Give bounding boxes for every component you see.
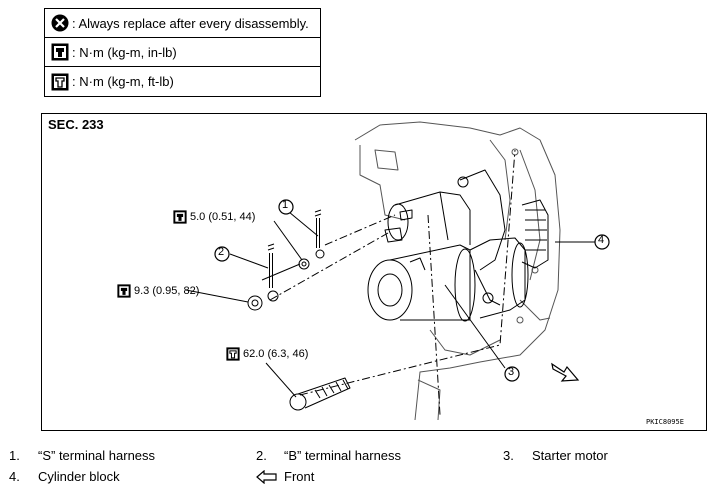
torque-in-lb-icon <box>173 210 187 224</box>
torque-s-terminal: 5.0 (0.51, 44) <box>173 210 255 224</box>
legend-row-ft-lb: : N·m (kg-m, ft-lb) <box>45 67 320 96</box>
key-num-2: 2. <box>256 448 267 463</box>
starter-motor-body <box>367 169 549 322</box>
mounting-bolt <box>289 377 351 411</box>
torque-in-lb-icon <box>117 284 131 298</box>
symbol-legend: : Always replace after every disassembly… <box>44 8 321 97</box>
cylinder-block-outline <box>354 121 561 421</box>
key-front-label: Front <box>284 469 315 484</box>
torque-b-terminal: 9.3 (0.95, 82) <box>117 284 199 298</box>
key-label-2: “B” terminal harness <box>284 448 402 463</box>
front-arrow-icon <box>256 469 277 484</box>
legend-row-replace: : Always replace after every disassembly… <box>45 9 320 38</box>
legend-text-ft-lb: : N·m (kg-m, ft-lb) <box>72 74 174 89</box>
torque-in-lb-icon <box>51 43 69 61</box>
callout-4: 4 <box>598 234 605 246</box>
callout-2: 2 <box>218 246 225 258</box>
front-arrow-diagram <box>551 362 580 382</box>
torque-bolt-value: 62.0 (6.3, 46) <box>243 348 309 360</box>
key-num-3: 3. <box>503 448 514 463</box>
callout-3: 3 <box>508 366 515 378</box>
section-label: SEC. 233 <box>48 117 104 132</box>
key-front: Front <box>256 469 314 484</box>
replace-icon <box>51 14 69 32</box>
callout-circles <box>214 199 610 382</box>
legend-text-replace: : Always replace after every disassembly… <box>72 15 309 31</box>
torque-s-terminal-value: 5.0 (0.51, 44) <box>190 211 256 223</box>
s-terminal-harness <box>298 209 325 270</box>
legend-row-in-lb: : N·m (kg-m, in-lb) <box>45 38 320 67</box>
leader-lines <box>185 211 595 398</box>
torque-ft-lb-icon <box>226 347 240 361</box>
torque-b-terminal-value: 9.3 (0.95, 82) <box>134 285 200 297</box>
key-label-4: Cylinder block <box>38 469 120 484</box>
key-num-4: 4. <box>9 469 20 484</box>
figure-code: PKIC8095E <box>646 418 684 426</box>
callout-1: 1 <box>282 199 289 211</box>
torque-bolt: 62.0 (6.3, 46) <box>226 347 308 361</box>
key-label-3: Starter motor <box>532 448 608 463</box>
diagram-frame <box>41 113 707 431</box>
b-terminal-harness <box>247 243 279 311</box>
torque-ft-lb-icon <box>51 73 69 90</box>
alignment-lines <box>269 149 516 416</box>
key-num-1: 1. <box>9 448 20 463</box>
key-label-1: “S” terminal harness <box>38 448 156 463</box>
legend-text-in-lb: : N·m (kg-m, in-lb) <box>72 44 177 60</box>
